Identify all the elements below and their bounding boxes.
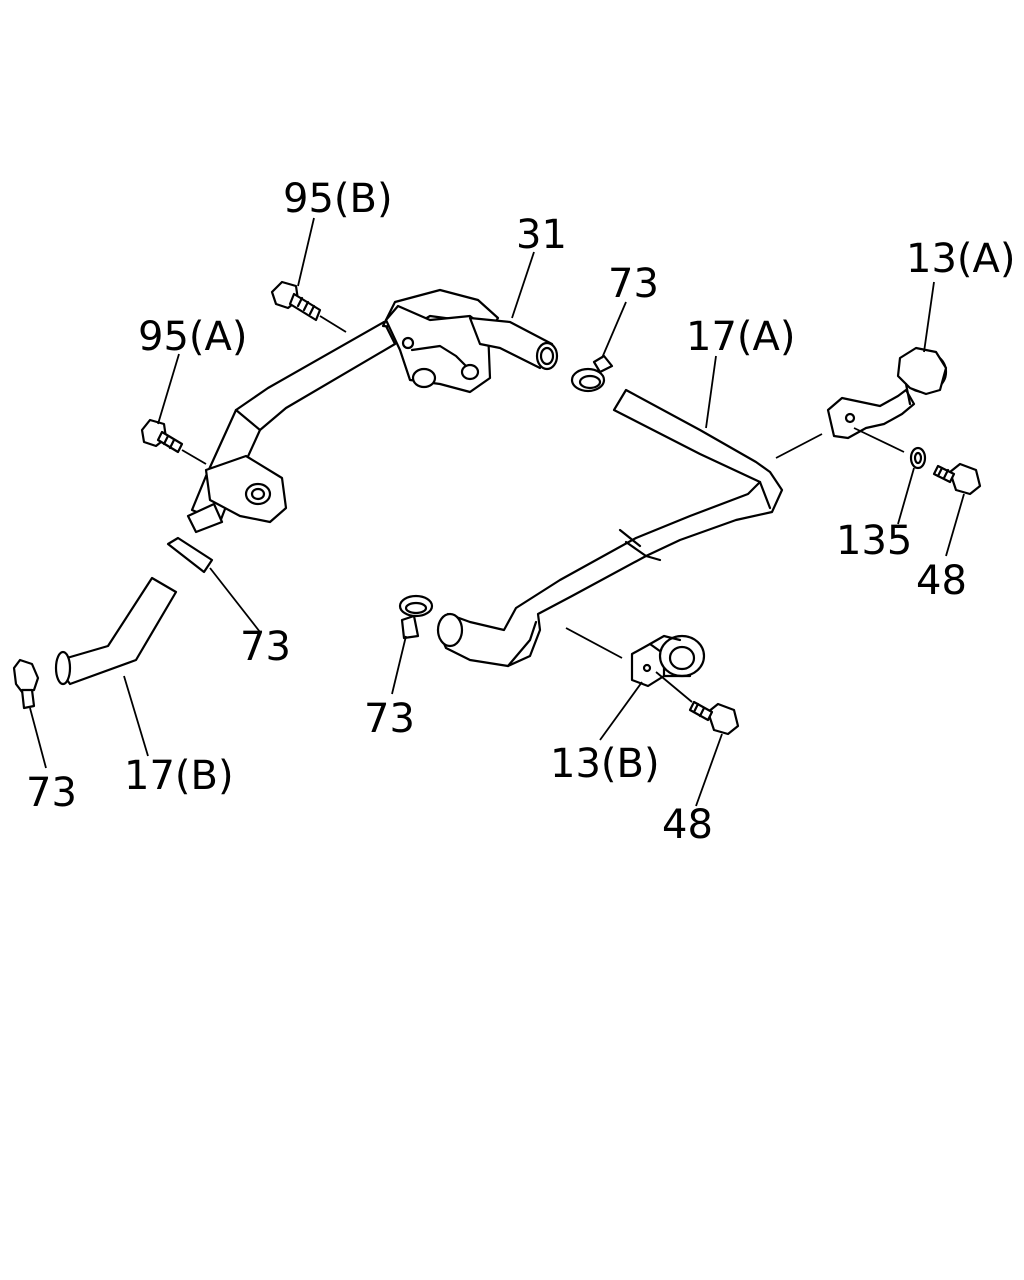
washer-135[interactable]	[853, 427, 927, 470]
callout-31: 31	[516, 212, 567, 258]
callout-leaders	[29, 217, 965, 807]
hose-clamp-73-left[interactable]	[166, 536, 214, 574]
pipe-31[interactable]	[186, 288, 559, 534]
clip-13a[interactable]	[775, 346, 948, 459]
callout-73-bottom: 73	[364, 696, 415, 742]
hose-17a[interactable]	[436, 388, 784, 668]
hose-clamp-73-bottom[interactable]	[398, 594, 434, 640]
callout-135: 135	[836, 518, 912, 564]
hose-clamp-73-top[interactable]	[570, 354, 614, 393]
hose-clamp-73-far-left[interactable]	[12, 658, 40, 710]
callout-73-top: 73	[608, 261, 659, 307]
callout-13a: 13(A)	[906, 236, 1015, 282]
callout-17a: 17(A)	[686, 314, 795, 360]
bolt-48-bottom[interactable]	[688, 700, 740, 736]
callout-73-far-left: 73	[26, 770, 77, 816]
bolt-95b[interactable]	[270, 280, 347, 333]
clip-13b[interactable]	[565, 627, 706, 703]
callout-73-left: 73	[240, 624, 291, 670]
callout-95a: 95(A)	[138, 314, 247, 360]
hose-17b[interactable]	[54, 576, 178, 686]
callout-95b: 95(B)	[283, 176, 393, 222]
callout-48-right: 48	[916, 558, 967, 604]
bolt-48-right[interactable]	[932, 462, 982, 496]
bolt-95a[interactable]	[140, 418, 207, 465]
callout-48-bottom: 48	[662, 802, 713, 848]
callout-13b: 13(B)	[550, 741, 660, 787]
callout-17b: 17(B)	[124, 753, 234, 799]
